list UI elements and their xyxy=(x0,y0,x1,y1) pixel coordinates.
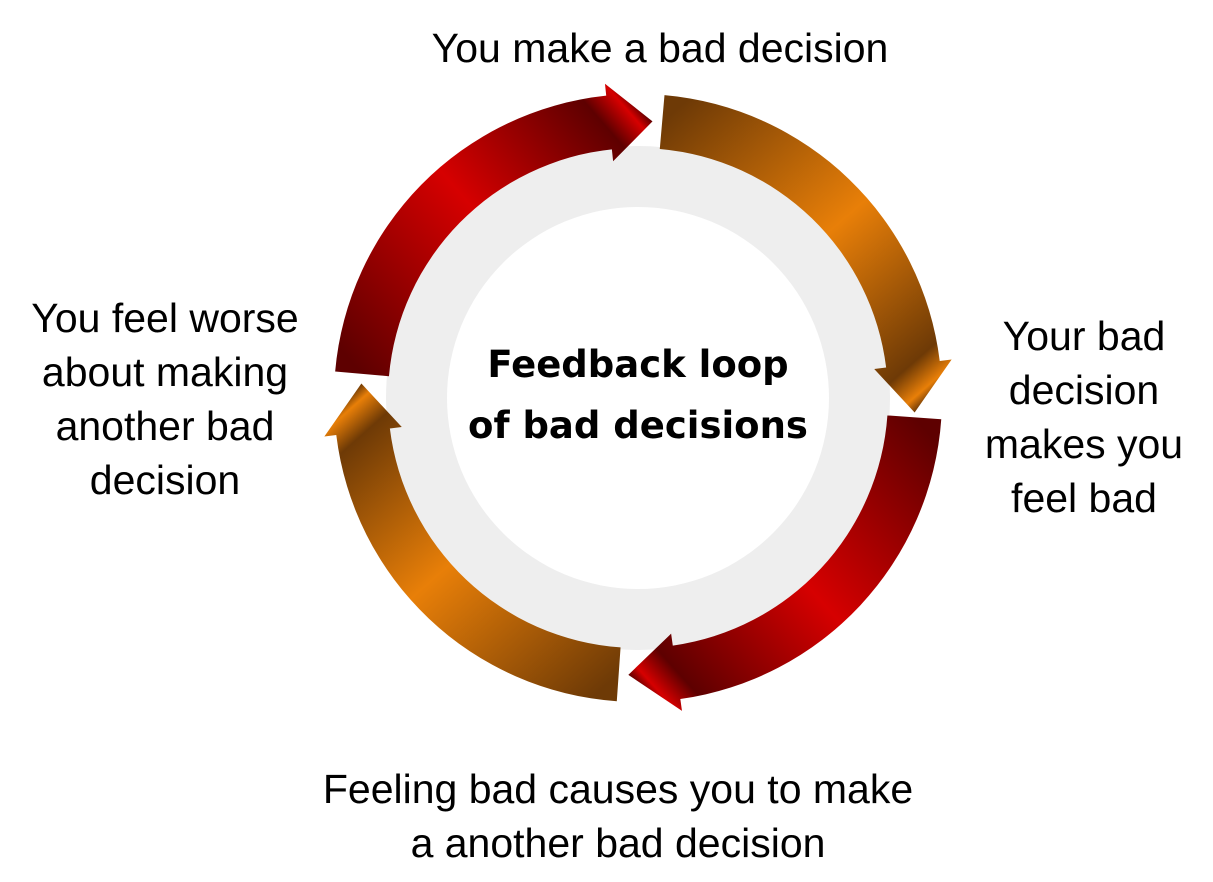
label-line: decision xyxy=(89,457,241,503)
label-line: feel bad xyxy=(1011,475,1157,521)
arrow-top-right xyxy=(659,95,952,413)
arrow-bottom-left xyxy=(324,383,621,702)
center-title-line: of bad decisions xyxy=(468,404,808,447)
center-title: Feedback loop of bad decisions xyxy=(438,334,838,456)
label-line: about making xyxy=(41,349,289,395)
label-line: Your bad xyxy=(1002,313,1166,359)
step-label-left: You feel worse about making another bad … xyxy=(5,291,325,507)
arrow-top-left xyxy=(335,83,653,377)
center-title-line: Feedback loop xyxy=(487,343,789,386)
step-label-bottom: Feeling bad causes you to make a another… xyxy=(268,762,968,870)
label-line: a another bad decision xyxy=(410,820,826,866)
label-line: another bad xyxy=(55,403,275,449)
center-disc xyxy=(447,207,829,589)
arrow-bottom-right xyxy=(628,415,942,711)
step-label-right: Your bad decision makes you feel bad xyxy=(964,309,1204,525)
label-line: You feel worse xyxy=(31,295,299,341)
step-label-top: You make a bad decision xyxy=(360,21,960,75)
label-line: decision xyxy=(1008,367,1160,413)
label-line: makes you xyxy=(984,421,1184,467)
label-line: Feeling bad causes you to make xyxy=(322,766,914,812)
label-line: You make a bad decision xyxy=(431,25,889,71)
